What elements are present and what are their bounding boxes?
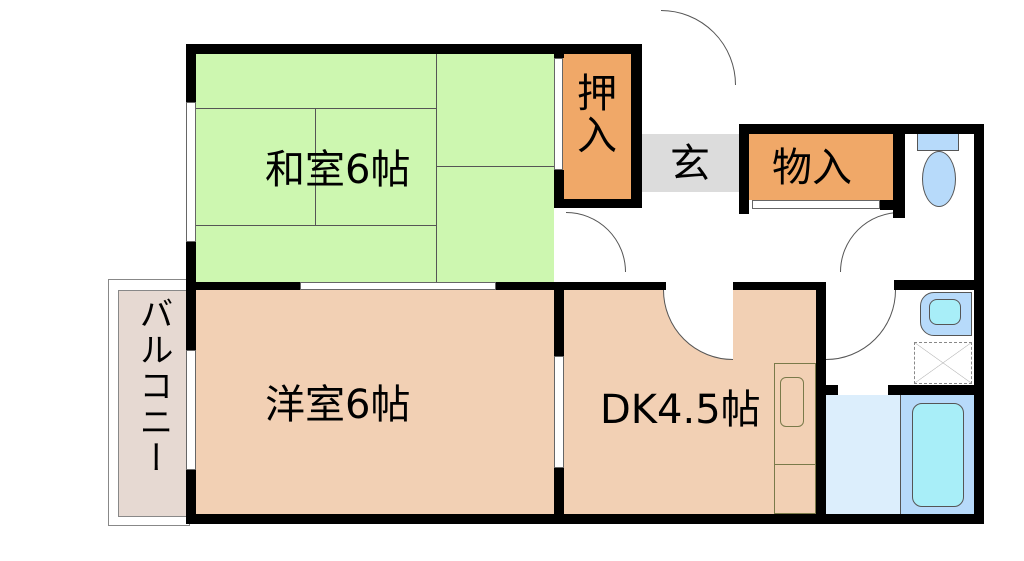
wall xyxy=(880,200,894,210)
washitsu-label: 和室6帖 xyxy=(265,147,411,193)
wall xyxy=(733,282,825,290)
monoire-storage xyxy=(747,134,893,200)
wall xyxy=(739,124,984,134)
tatami-line xyxy=(436,166,554,167)
youshitsu-label: 洋室6帖 xyxy=(265,382,411,428)
genkan-entrance xyxy=(642,134,739,192)
wall xyxy=(739,124,749,214)
genkan-label: 玄 xyxy=(670,141,710,187)
youshitsu-window-west xyxy=(186,350,196,470)
sliding-door-oshiire xyxy=(554,58,563,170)
wall xyxy=(631,44,642,208)
wall xyxy=(186,242,196,350)
washitsu-room xyxy=(196,54,554,282)
wall xyxy=(554,199,642,208)
wash-basin-bowl xyxy=(929,299,961,325)
sliding-door-washitsu xyxy=(300,282,496,290)
wall xyxy=(186,514,984,524)
oshiire-closet xyxy=(563,54,631,199)
wall xyxy=(888,385,984,395)
kitchen-sink xyxy=(780,377,804,427)
toilet-bowl xyxy=(922,151,956,207)
sliding-door-dk xyxy=(554,356,564,468)
tatami-line xyxy=(196,225,436,226)
sliding-door-monoire xyxy=(752,200,880,209)
wall xyxy=(554,290,564,356)
wall xyxy=(496,282,666,290)
wall xyxy=(894,280,984,290)
balcony xyxy=(118,290,188,517)
bathtub xyxy=(912,403,964,507)
wall xyxy=(554,170,564,208)
monoire-label: 物入 xyxy=(772,145,852,191)
balcony-label: バルコニー xyxy=(133,296,173,476)
wall xyxy=(974,124,984,524)
wall xyxy=(826,385,838,395)
youshitsu-room xyxy=(196,290,554,514)
wall xyxy=(186,44,642,54)
toilet-tank xyxy=(917,133,959,151)
dk-label: DK4.5帖 xyxy=(600,387,761,433)
wall xyxy=(196,282,300,290)
tatami-line xyxy=(196,108,436,109)
kitchen-counter xyxy=(774,363,816,514)
wall xyxy=(893,124,905,218)
washitsu-window-west xyxy=(186,102,196,242)
oshiire-label: 押入 xyxy=(570,72,616,156)
bathroom xyxy=(826,395,901,514)
washer-space xyxy=(914,342,972,384)
wall xyxy=(816,282,826,522)
tatami-line xyxy=(436,54,437,282)
wall xyxy=(554,468,564,518)
wall xyxy=(186,44,196,102)
wall xyxy=(186,470,196,524)
tatami-line xyxy=(315,108,316,226)
counter-divider xyxy=(774,464,816,465)
wall xyxy=(554,44,564,58)
